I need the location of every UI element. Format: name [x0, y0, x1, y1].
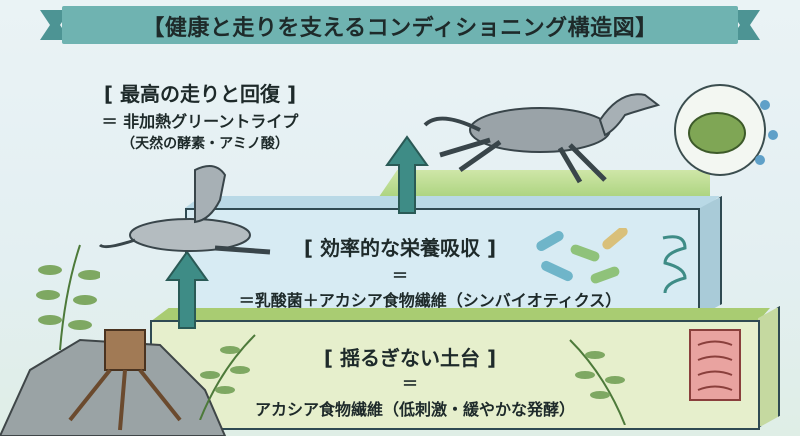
resting-dog-illustration: [98, 165, 271, 255]
running-dog-illustration: [423, 93, 661, 184]
up-arrow-icon: [385, 135, 429, 214]
fern-leaf-icon: [569, 339, 626, 425]
fern-leaf-icon: [36, 244, 100, 350]
bottom-block-top: [150, 308, 770, 322]
up-arrow-icon: [165, 250, 209, 329]
rock-stump-illustration: [0, 329, 227, 436]
bottom-level-heading: [ 揺るぎない土台 ]: [323, 346, 497, 370]
title-banner: [40, 6, 760, 44]
middle-block-top: [185, 196, 720, 208]
page-title: 【健康と走りを支えるコンディショニング構造図】: [142, 16, 658, 41]
bottom-level-line1: アカシア食物繊維（低刺激・緩やかな発酵）: [254, 400, 575, 419]
bottom-block-side: [758, 306, 780, 428]
intestine-icon: [689, 329, 741, 401]
intestine-outline-icon: [662, 235, 687, 294]
bottom-level-equals: ＝: [401, 374, 418, 393]
fern-leaf-icon: [199, 334, 256, 420]
top-level-line1: ＝ 非加熱グリーントライプ: [101, 112, 299, 131]
top-level-line2: （天然の酵素・アミノ酸）: [121, 136, 289, 152]
middle-block-side: [700, 196, 722, 316]
bacteria-icon: [536, 228, 628, 284]
middle-level-line1: ＝乳酸菌＋アカシア食物繊維（シンバイオティクス）: [238, 291, 622, 310]
middle-level-heading: [ 効率的な栄養吸収 ]: [303, 236, 497, 260]
green-tripe-bubble-icon: [674, 84, 778, 176]
top-level-heading: [ 最高の走りと回復 ]: [103, 82, 297, 106]
middle-level-equals: ＝: [391, 266, 408, 285]
